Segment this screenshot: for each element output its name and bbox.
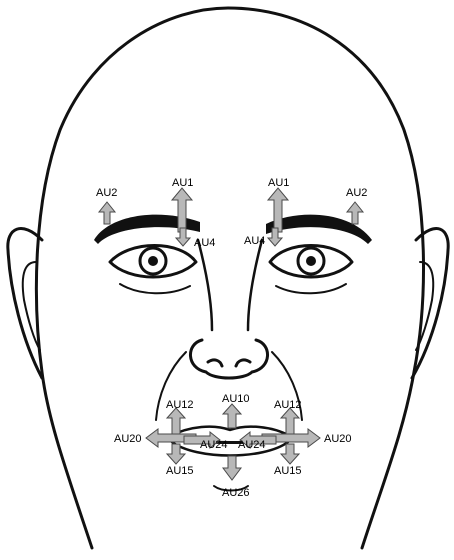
nose-base — [190, 340, 267, 378]
au4-right-label: AU4 — [244, 235, 265, 247]
au2-right-arrow — [347, 202, 363, 224]
au2-left-arrow — [99, 202, 115, 224]
au10-arrow — [223, 404, 241, 428]
nose-bridge-left — [198, 240, 212, 330]
au15-right-label: AU15 — [274, 465, 302, 477]
right-undereye-line — [276, 284, 346, 293]
right-pupil — [306, 256, 316, 266]
nose-bridge-right — [248, 240, 262, 330]
au10-label: AU10 — [222, 393, 250, 405]
right-nostril — [236, 360, 250, 366]
au15-left-label: AU15 — [166, 465, 194, 477]
left-pupil — [148, 256, 158, 266]
au26-arrow — [223, 456, 241, 480]
au12-right-arrow — [281, 408, 299, 434]
au1-left-label: AU1 — [172, 177, 193, 189]
au12-right-label: AU12 — [274, 399, 302, 411]
au1-right-label: AU1 — [268, 177, 289, 189]
au2-left-label: AU2 — [96, 187, 117, 199]
au26-label: AU26 — [222, 487, 250, 499]
au24-right-label: AU24 — [238, 439, 266, 451]
au15-right-arrow — [281, 444, 299, 464]
au4-left-label: AU4 — [194, 237, 215, 249]
au20-left-label: AU20 — [114, 433, 142, 445]
au12-left-label: AU12 — [166, 399, 194, 411]
left-undereye-line — [120, 284, 190, 293]
au20-right-label: AU20 — [324, 433, 352, 445]
left-nostril — [208, 360, 222, 366]
au24-left-label: AU24 — [200, 439, 228, 451]
au2-right-label: AU2 — [346, 187, 367, 199]
